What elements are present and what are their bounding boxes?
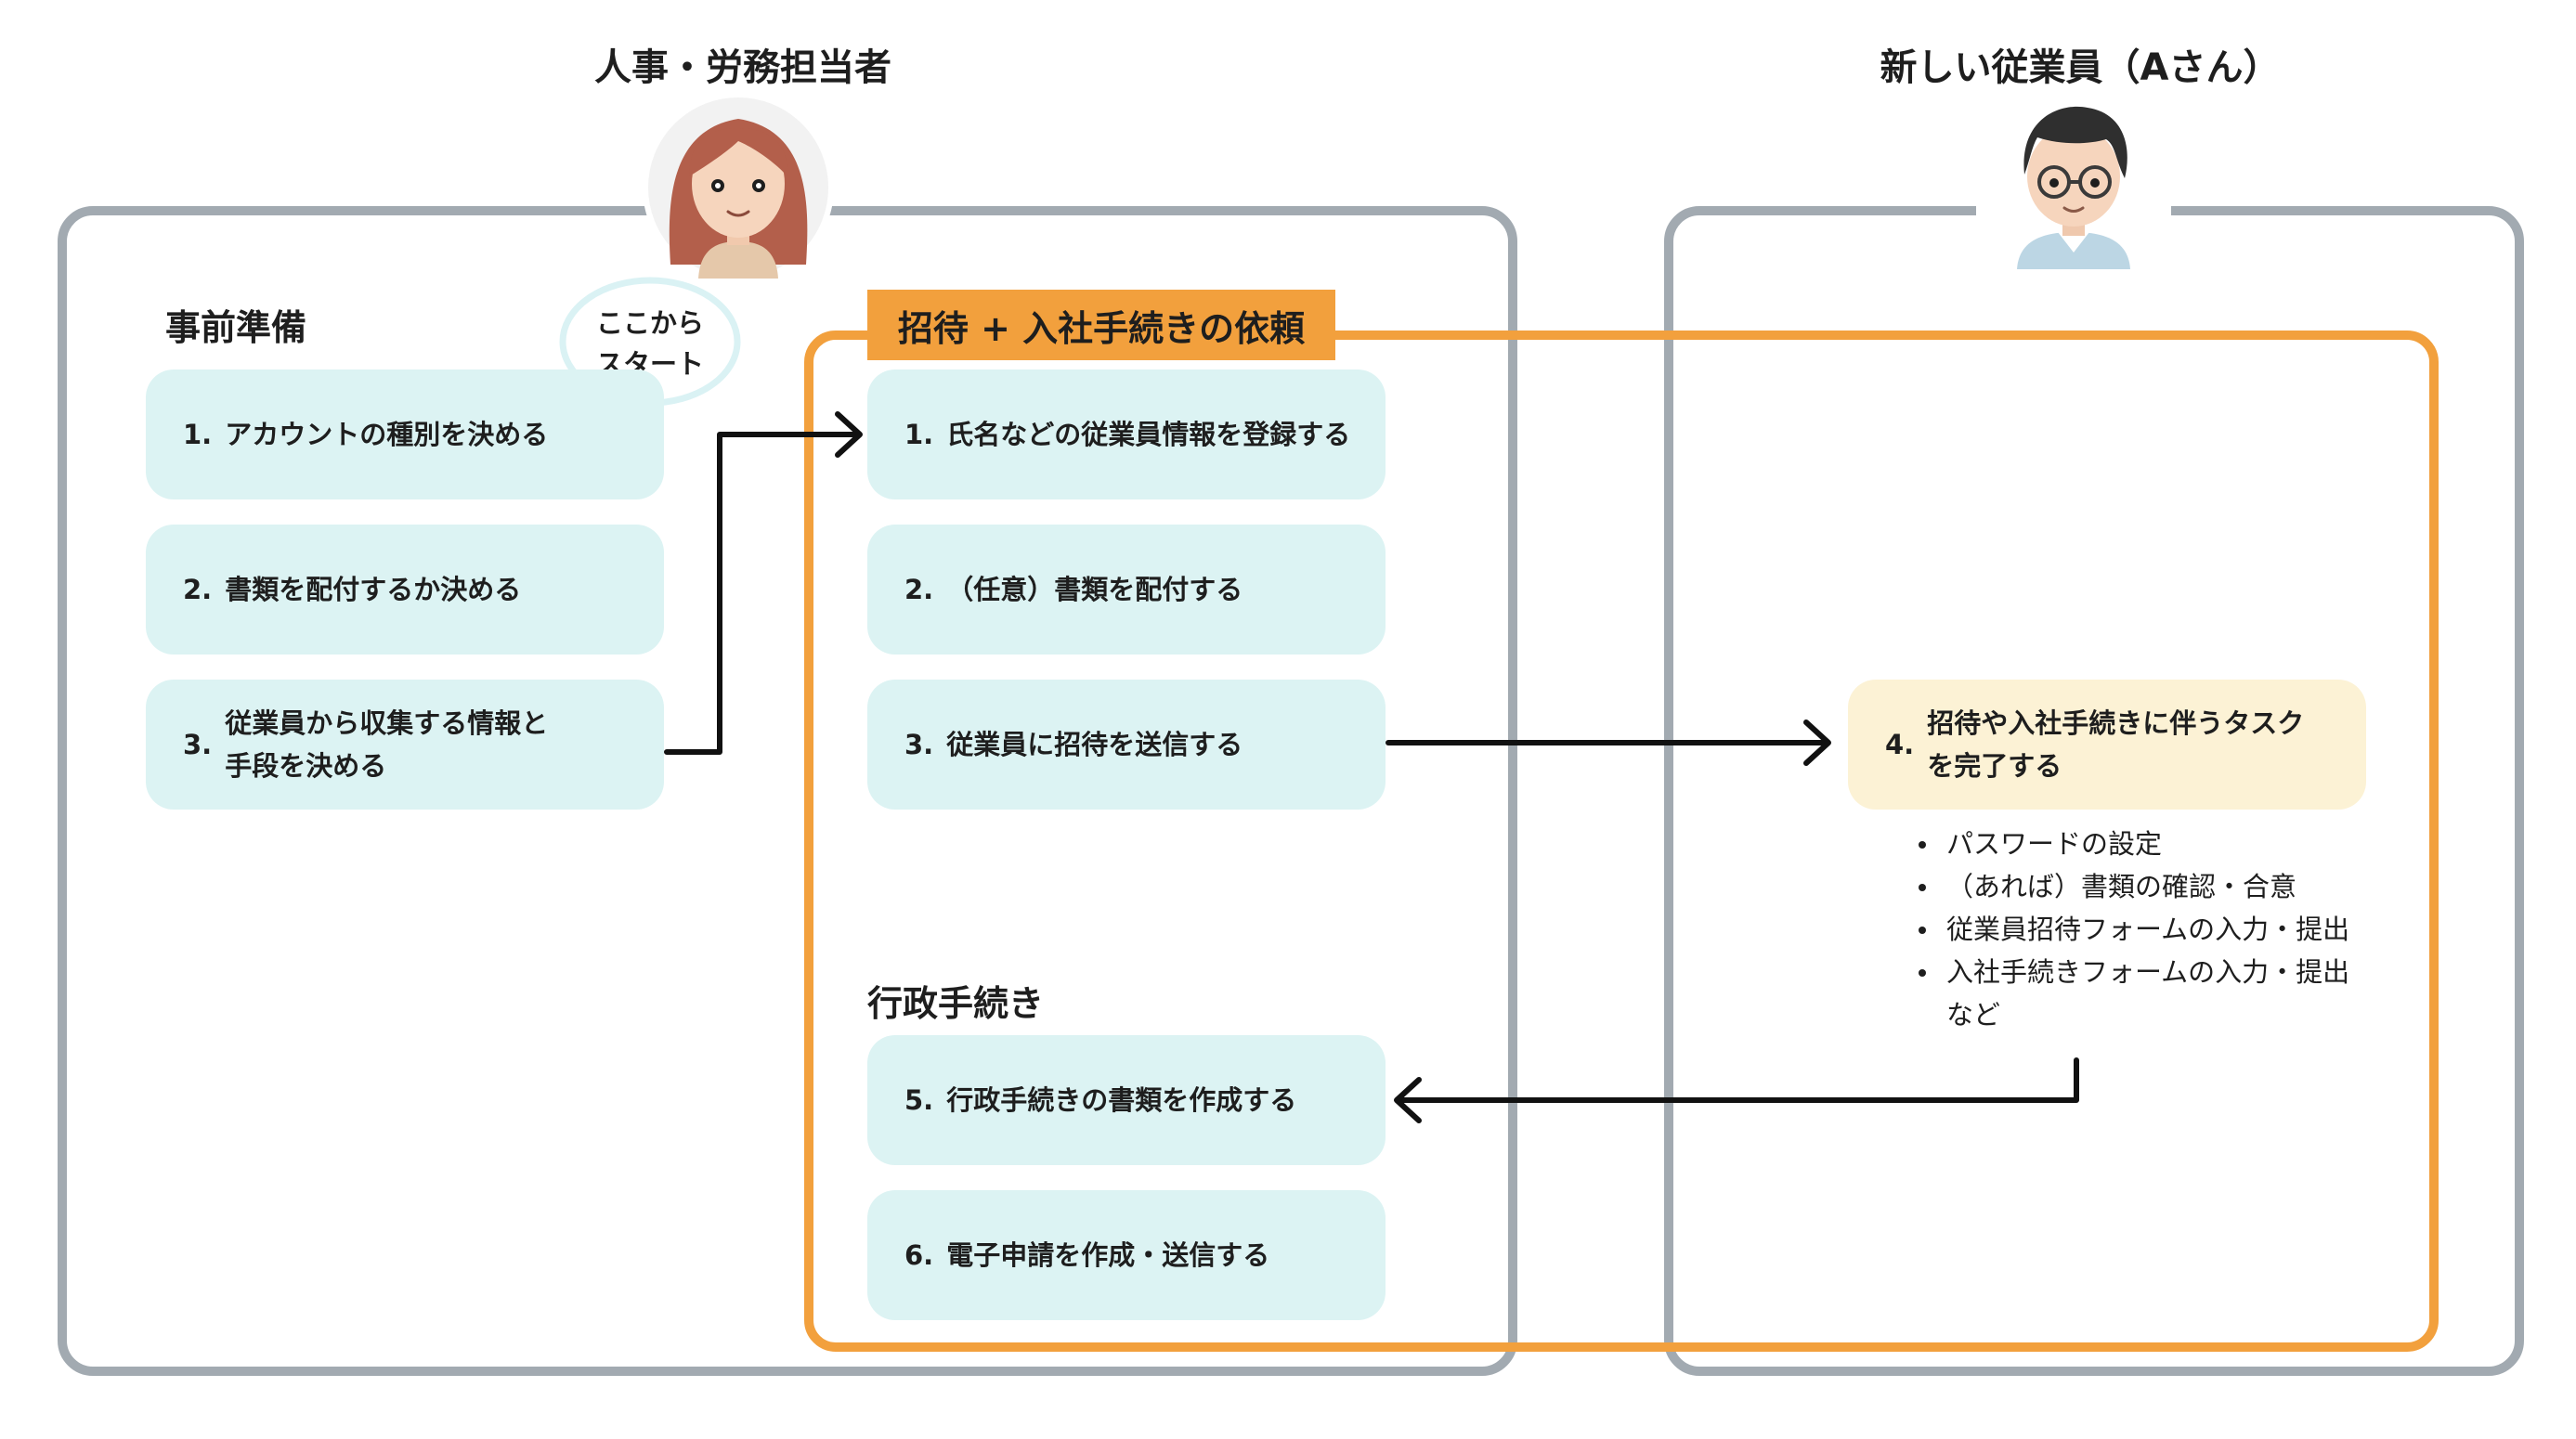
step-number: 6. (904, 1239, 934, 1271)
step-number: 2. (183, 574, 213, 605)
man-with-glasses-avatar-icon (1976, 93, 2171, 269)
invite-section-badge: 招待 + 入社手続きの依頼 (867, 290, 1335, 360)
list-item: 従業員招待フォームの入力・提出 (1917, 908, 2349, 951)
step-number: 1. (183, 419, 213, 450)
invite-step-1: 1. 氏名などの従業員情報を登録する (867, 369, 1386, 499)
employee-task-list: パスワードの設定 （あれば）書類の確認・合意 従業員招待フォームの入力・提出 入… (1917, 823, 2349, 1036)
admin-step-5: 5. 行政手続きの書類を作成する (867, 1035, 1386, 1165)
list-item: 入社手続きフォームの入力・提出 (1917, 951, 2349, 993)
step-number: 5. (904, 1084, 934, 1116)
step-text: （任意）書類を配付する (946, 574, 1243, 605)
hr-actor-title: 人事・労務担当者 (594, 46, 891, 89)
step-text: 従業員に招待を送信する (946, 729, 1243, 760)
admin-section-title: 行政手続き (867, 983, 1045, 1024)
employee-actor-title: 新しい従業員（Aさん） (1880, 46, 2281, 89)
step-number: 2. (904, 574, 934, 605)
step-number: 4. (1885, 729, 1915, 760)
prep-step-2: 2. 書類を配付するか決める (146, 525, 664, 655)
prep-section-title: 事前準備 (165, 307, 307, 348)
invite-step-3: 3. 従業員に招待を送信する (867, 680, 1386, 810)
step-number: 1. (904, 419, 934, 450)
step-text: 従業員から収集する情報と 手段を決める (225, 707, 549, 782)
list-item-etc: など (1946, 999, 2001, 1031)
step-text: アカウントの種別を決める (225, 419, 549, 450)
prep-step-3: 3. 従業員から収集する情報と 手段を決める (146, 680, 664, 810)
list-item: パスワードの設定 (1917, 823, 2349, 865)
employee-step-4: 4. 招待や入社手続きに伴うタスク を完了する (1848, 680, 2366, 810)
prep-step-1: 1. アカウントの種別を決める (146, 369, 664, 499)
step-text: 行政手続きの書類を作成する (946, 1084, 1297, 1116)
invite-step-2: 2. （任意）書類を配付する (867, 525, 1386, 655)
step-number: 3. (183, 729, 213, 760)
step-number: 3. (904, 729, 934, 760)
admin-step-6: 6. 電子申請を作成・送信する (867, 1190, 1386, 1320)
step-text: 氏名などの従業員情報を登録する (946, 419, 1351, 450)
step-text: 電子申請を作成・送信する (946, 1239, 1270, 1271)
step-text: 招待や入社手続きに伴うタスク を完了する (1927, 707, 2305, 782)
list-item: （あれば）書類の確認・合意 (1917, 865, 2349, 908)
invite-highlight-frame (804, 331, 2439, 1352)
woman-avatar-icon (641, 92, 836, 283)
step-text: 書類を配付するか決める (225, 574, 522, 605)
